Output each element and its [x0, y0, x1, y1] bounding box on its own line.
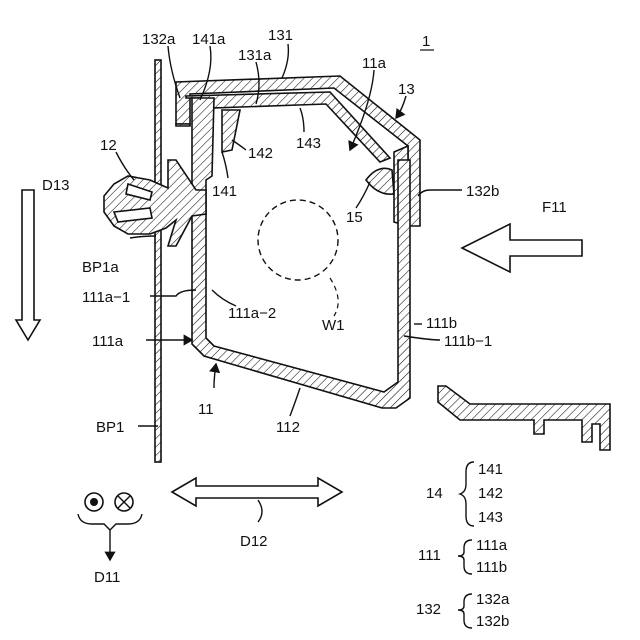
label-d13: D13	[42, 177, 70, 194]
d12-arrow	[172, 478, 342, 506]
label-132b: 132b	[466, 183, 499, 200]
d13-arrow	[16, 190, 40, 340]
label-111b-1: 111b−1	[444, 333, 492, 350]
label-11a: 11a	[362, 55, 387, 72]
legend-111-parent: 111	[418, 547, 441, 564]
label-111a-2: 111a−2	[228, 305, 276, 322]
legend-111-child-2: 111b	[476, 559, 507, 576]
legend-132-child-2: 132b	[476, 613, 509, 630]
label-112: 112	[276, 419, 300, 436]
label-15: 15	[346, 209, 363, 226]
w1-circle	[258, 200, 338, 280]
label-143: 143	[296, 135, 321, 152]
label-13: 13	[398, 81, 415, 98]
legend-14-child-3: 143	[478, 509, 503, 526]
label-bp1: BP1	[96, 419, 124, 436]
label-111b: 111b	[426, 315, 457, 332]
legend-132-parent: 132	[416, 601, 441, 618]
legend-111: 111 111a 111b	[418, 537, 508, 576]
label-ref-1: 1	[422, 33, 430, 50]
label-111a-1: 111a−1	[82, 289, 130, 306]
label-bp1a: BP1a	[82, 259, 119, 276]
f11-arrow	[462, 224, 582, 272]
label-f11: F11	[542, 199, 567, 216]
w1-leader	[330, 278, 338, 316]
label-11: 11	[198, 401, 214, 418]
label-111a: 111a	[92, 333, 124, 350]
label-131a: 131a	[238, 47, 272, 64]
label-142: 142	[248, 145, 273, 162]
legend-111-child-1: 111a	[476, 537, 508, 554]
label-w1: W1	[322, 317, 345, 334]
legend-14-parent: 14	[426, 485, 443, 502]
label-132a: 132a	[142, 31, 176, 48]
label-d11: D11	[94, 569, 120, 586]
label-12: 12	[100, 137, 117, 154]
legend-14-child-2: 142	[478, 485, 503, 502]
body-panel-bp1	[155, 60, 161, 462]
side-part	[438, 386, 610, 450]
label-141: 141	[212, 183, 237, 200]
label-141a: 141a	[192, 31, 226, 48]
label-d12: D12	[240, 533, 268, 550]
legend-132-child-1: 132a	[476, 591, 510, 608]
label-131: 131	[268, 27, 293, 44]
d12-leader	[258, 500, 262, 522]
legend-14-child-1: 141	[478, 461, 503, 478]
d11-symbols	[78, 493, 142, 560]
legend-132: 132 132a 132b	[416, 591, 510, 630]
legend-14: 14 141 142 143	[426, 461, 503, 526]
